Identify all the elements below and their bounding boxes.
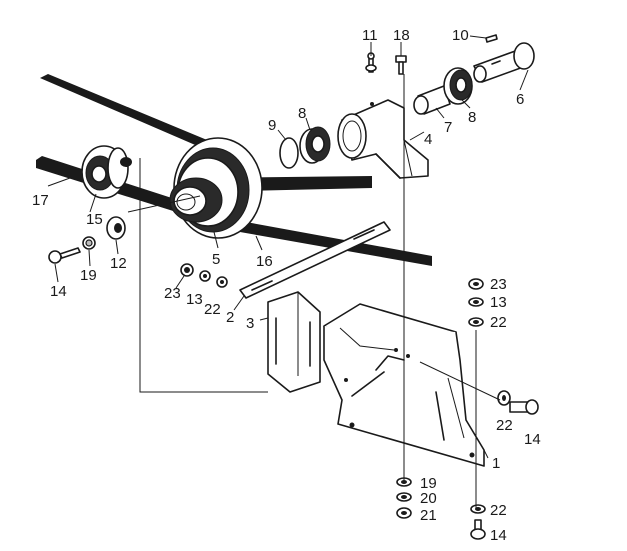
- mounting-plate-3: [267, 291, 321, 393]
- callout-13-right: 13: [490, 294, 507, 311]
- washer-22-left: [216, 276, 228, 288]
- callout-22-left: 22: [204, 301, 221, 318]
- idler-pulley-15: [81, 145, 132, 199]
- callout-14-bottom-right: 14: [490, 527, 507, 544]
- shaft-6: [473, 42, 535, 83]
- callout-14-right-mid: 14: [524, 431, 541, 448]
- callout-10: 10: [452, 27, 469, 44]
- washer-20-bottom: [396, 492, 412, 502]
- callout-14-left: 14: [50, 283, 67, 300]
- callout-20: 20: [420, 490, 437, 507]
- callout-6: 6: [516, 91, 524, 108]
- washer-22-right-top: [468, 317, 484, 327]
- bearing-8-right: [443, 67, 473, 105]
- callout-4: 4: [424, 131, 432, 148]
- bolt-14-right-mid: [509, 399, 539, 415]
- nut-23-left: [180, 263, 194, 277]
- adjusting-strap-2: [239, 221, 391, 299]
- lock-washer-19: [82, 236, 96, 250]
- drive-pulley-5: [169, 137, 263, 239]
- washer-13-left: [199, 270, 211, 282]
- callout-1: 1: [492, 455, 500, 472]
- part-callouts: 11 18 10 6 7 8 4 8 9 17 15 5 16 12 19 14…: [32, 27, 541, 544]
- callout-21: 21: [420, 507, 437, 524]
- washer-22-bottom-right: [470, 504, 486, 514]
- washer-13-right: [468, 297, 484, 307]
- callout-13-left: 13: [186, 291, 203, 308]
- callout-12: 12: [110, 255, 127, 272]
- callout-15: 15: [86, 211, 103, 228]
- bolt-14-bottom-right: [470, 519, 486, 540]
- callout-11: 11: [362, 27, 378, 44]
- callout-8-left: 8: [298, 105, 306, 122]
- callout-19-left: 19: [80, 267, 97, 284]
- callout-8-right: 8: [468, 109, 476, 126]
- callout-2: 2: [226, 309, 234, 326]
- callout-19-bottom: 19: [420, 475, 437, 492]
- callout-18: 18: [393, 27, 410, 44]
- callout-5: 5: [212, 251, 220, 268]
- callout-9: 9: [268, 117, 276, 134]
- bushing-7: [413, 85, 451, 115]
- callout-22-bottom-right: 22: [490, 502, 507, 519]
- assembly-lines: [127, 74, 501, 509]
- bearing-housing-4: [337, 99, 429, 179]
- bolt-14-left: [48, 247, 81, 264]
- callout-23-left: 23: [164, 285, 181, 302]
- washer-22-right-mid: [497, 390, 511, 406]
- leader-lines: [47, 35, 529, 459]
- bolt-18: [395, 55, 407, 75]
- callout-16: 16: [256, 253, 273, 270]
- nut-23-right: [468, 278, 484, 290]
- key-10: [485, 34, 498, 43]
- circlip-9: [279, 137, 299, 169]
- callout-22-right-top: 22: [490, 314, 507, 331]
- washer-12: [106, 216, 126, 240]
- callout-22-right-mid: 22: [496, 417, 513, 434]
- callout-3: 3: [246, 315, 254, 332]
- nut-21-bottom: [396, 507, 412, 519]
- callout-17: 17: [32, 192, 49, 209]
- callout-7: 7: [444, 119, 452, 136]
- drive-belt-16: [36, 156, 432, 266]
- callout-23-right: 23: [490, 276, 507, 293]
- bearing-8-left: [299, 126, 331, 164]
